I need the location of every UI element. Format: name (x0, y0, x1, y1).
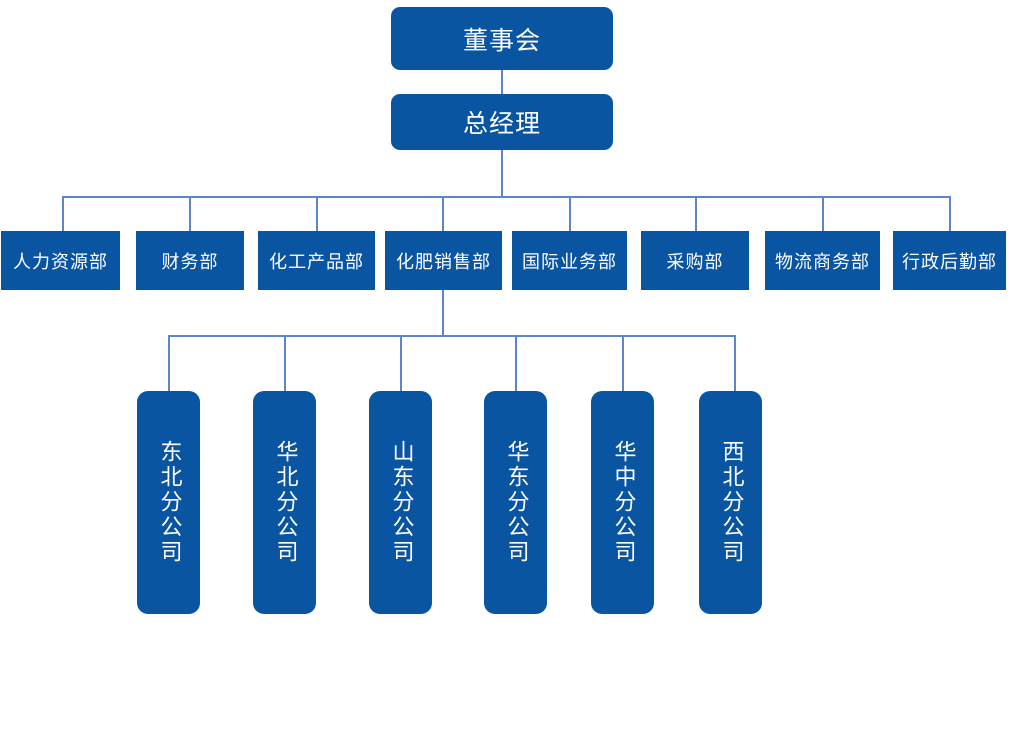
connector-drop-dept-5 (569, 196, 571, 231)
connector-drop-branch-3 (400, 335, 402, 391)
node-label: 华东分公司 (503, 440, 529, 565)
node-department-chemical-products[interactable]: 化工产品部 (258, 231, 375, 290)
connector-drop-dept-4 (442, 196, 444, 231)
node-general-manager[interactable]: 总经理 (391, 94, 613, 150)
node-branch-central-china[interactable]: 华中分公司 (591, 391, 654, 614)
node-department-international-business[interactable]: 国际业务部 (512, 231, 627, 290)
node-label: 总经理 (462, 109, 541, 138)
connector-board-to-manager (501, 70, 503, 94)
node-department-administration-logistics[interactable]: 行政后勤部 (893, 231, 1006, 290)
node-label: 东北分公司 (156, 440, 182, 565)
node-label: 董事会 (462, 25, 541, 55)
node-label: 物流商务部 (775, 251, 870, 273)
node-label: 采购部 (666, 251, 724, 273)
connector-drop-dept-7 (822, 196, 824, 231)
connector-drop-dept-2 (189, 196, 191, 231)
node-branch-northwest[interactable]: 西北分公司 (699, 391, 762, 614)
node-branch-east-china[interactable]: 华东分公司 (484, 391, 547, 614)
connector-drop-dept-8 (949, 196, 951, 231)
node-department-finance[interactable]: 财务部 (136, 231, 244, 290)
connector-drop-dept-1 (62, 196, 64, 231)
node-label: 化工产品部 (269, 251, 364, 273)
node-label: 山东分公司 (388, 440, 414, 565)
node-branch-northeast[interactable]: 东北分公司 (137, 391, 200, 614)
connector-drop-dept-6 (695, 196, 697, 231)
node-label: 国际业务部 (522, 251, 617, 273)
node-department-logistics-commerce[interactable]: 物流商务部 (765, 231, 880, 290)
connector-manager-to-dept-bus (501, 150, 503, 197)
node-label: 行政后勤部 (902, 251, 997, 273)
connector-drop-branch-4 (515, 335, 517, 391)
node-label: 华中分公司 (610, 440, 636, 565)
node-label: 化肥销售部 (396, 251, 491, 273)
node-label: 华北分公司 (272, 440, 298, 565)
connector-drop-branch-1 (168, 335, 170, 391)
connector-drop-dept-3 (316, 196, 318, 231)
connector-drop-branch-6 (734, 335, 736, 391)
node-department-hr[interactable]: 人力资源部 (1, 231, 120, 290)
node-label: 人力资源部 (13, 251, 108, 273)
node-branch-north-china[interactable]: 华北分公司 (253, 391, 316, 614)
node-label: 西北分公司 (718, 440, 744, 565)
connector-drop-branch-5 (622, 335, 624, 391)
node-label: 财务部 (161, 251, 219, 273)
connector-branch-bus (168, 335, 736, 337)
connector-drop-branch-2 (284, 335, 286, 391)
node-branch-shandong[interactable]: 山东分公司 (369, 391, 432, 614)
node-department-fertilizer-sales[interactable]: 化肥销售部 (385, 231, 502, 290)
node-board-of-directors[interactable]: 董事会 (391, 7, 613, 70)
connector-fertilizer-to-branch-bus (442, 290, 444, 336)
connector-department-bus (62, 196, 950, 198)
node-department-procurement[interactable]: 采购部 (641, 231, 749, 290)
